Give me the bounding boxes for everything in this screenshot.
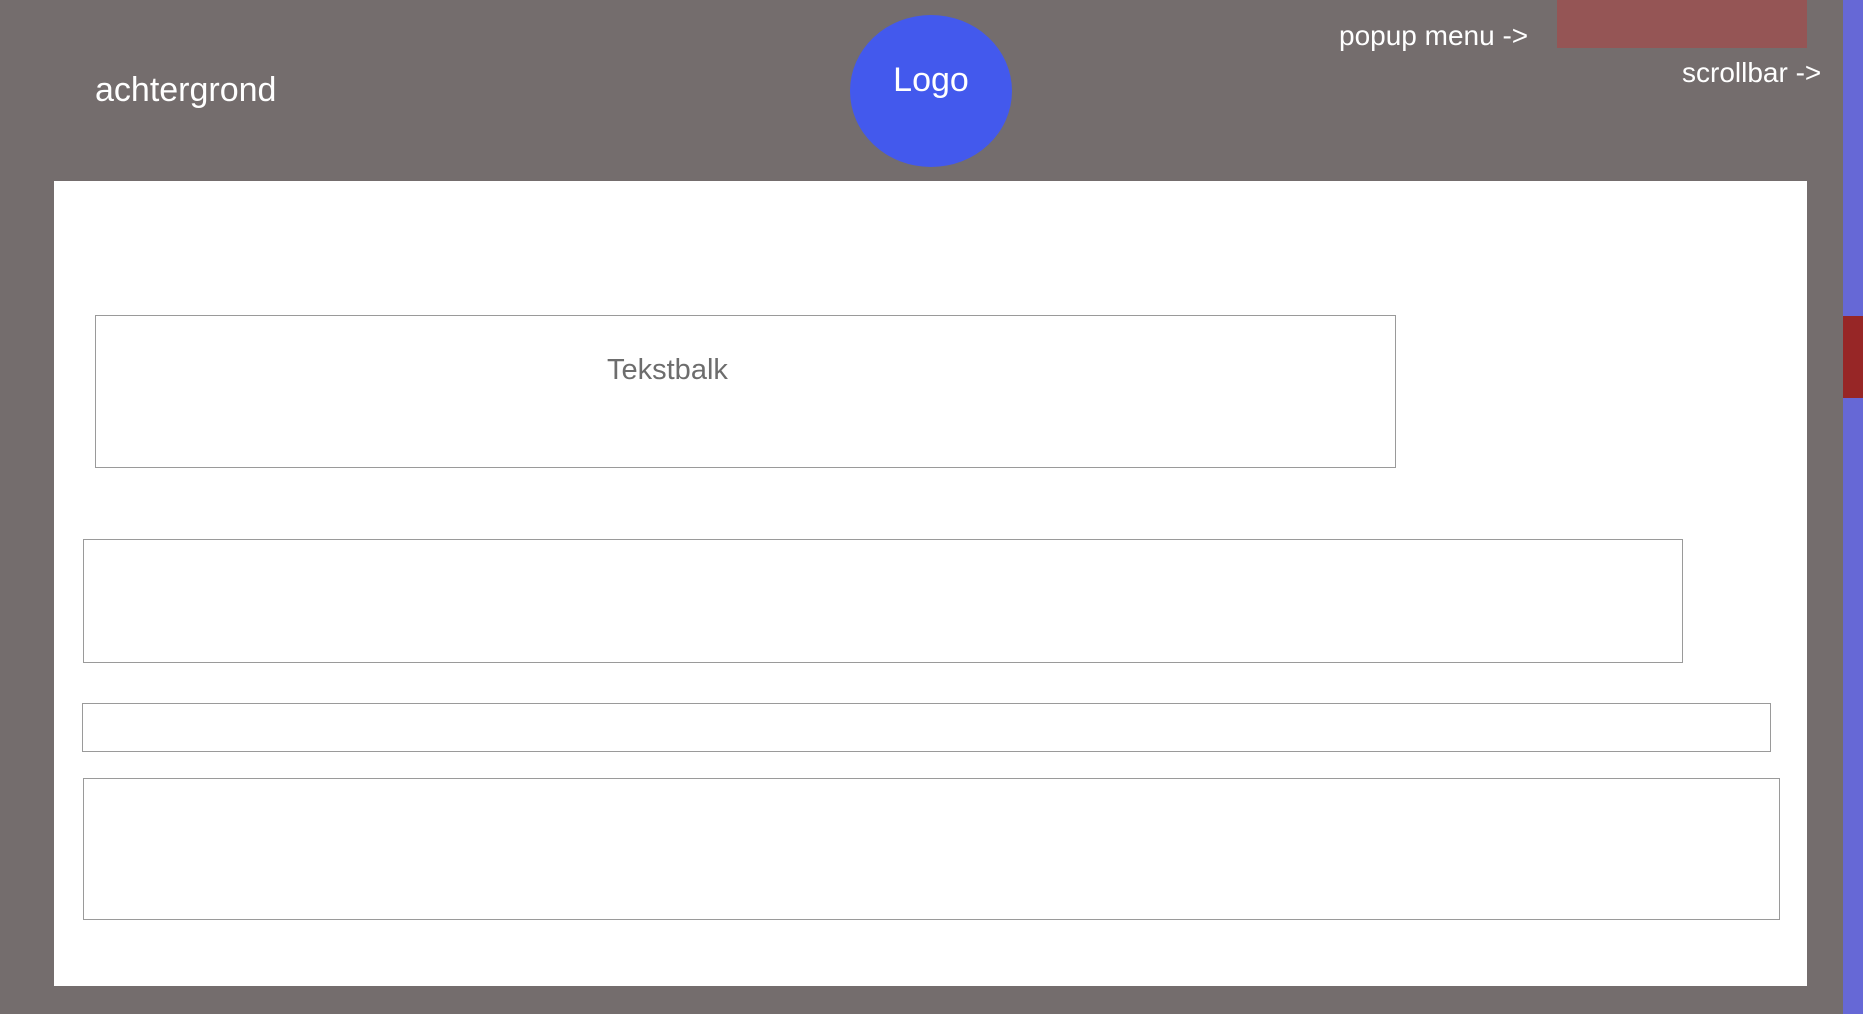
- popup-menu[interactable]: [1557, 0, 1807, 48]
- content-box-3[interactable]: [82, 703, 1771, 752]
- text-bar[interactable]: Tekstbalk: [95, 315, 1396, 468]
- content-panel: Tekstbalk: [54, 181, 1807, 986]
- scrollbar[interactable]: [1843, 0, 1863, 1014]
- logo-label: Logo: [893, 61, 969, 99]
- background-label: achtergrond: [95, 71, 277, 109]
- scrollbar-annotation: scrollbar ->: [1682, 57, 1822, 88]
- content-box-2: [83, 539, 1683, 663]
- logo[interactable]: Logo: [850, 15, 1012, 167]
- content-box-4: [83, 778, 1780, 920]
- scrollbar-thumb[interactable]: [1843, 316, 1863, 398]
- popup-menu-annotation: popup menu ->: [1339, 20, 1529, 51]
- text-bar-label: Tekstbalk: [607, 354, 728, 386]
